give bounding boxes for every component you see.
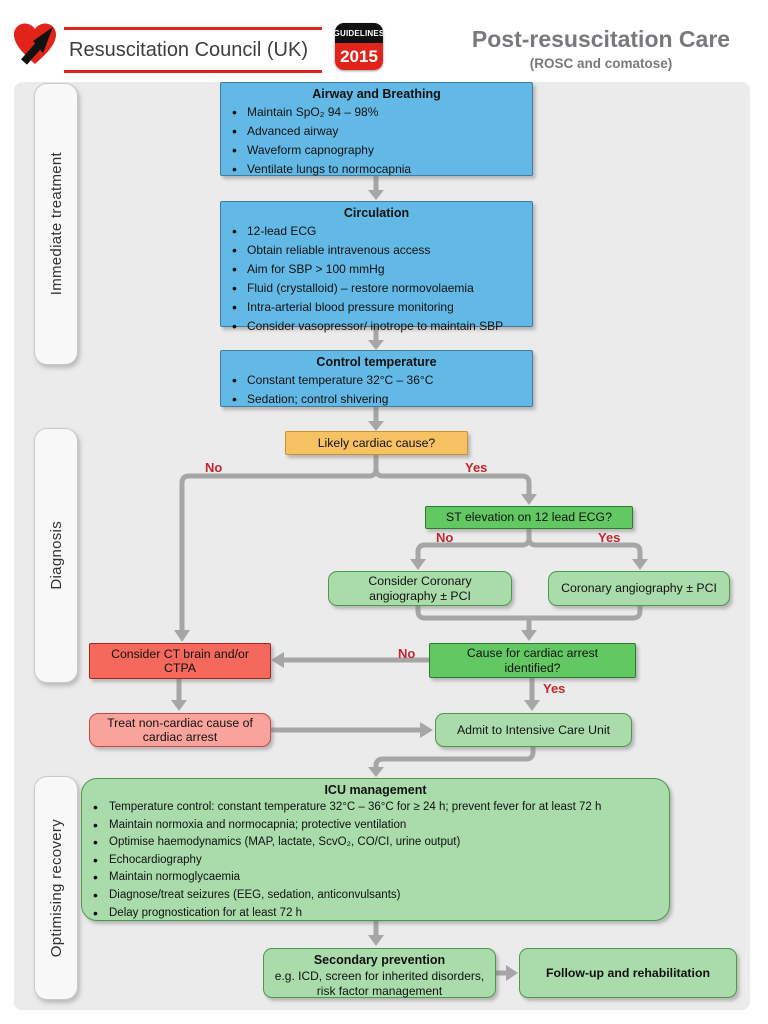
bullet: Ventilate lungs to normocapnia (221, 160, 532, 179)
bullet: Temperature control: constant temperatur… (82, 799, 669, 817)
bullet: Consider vasopressor/ inotrope to mainta… (221, 317, 532, 336)
node-title: Airway and Breathing (312, 87, 441, 101)
node-likely-cardiac-cause: Likely cardiac cause? (285, 431, 468, 455)
phase-label: Immediate treatment (47, 152, 65, 296)
edge-label-st-yes: Yes (598, 530, 621, 545)
node-cause-identified: Cause for cardiac arrest identified? (429, 643, 636, 678)
bullet: Fluid (crystalloid) – restore normovolae… (221, 279, 532, 298)
org-name: Resuscitation Council (UK) (69, 38, 308, 61)
node-admit-icu: Admit to Intensive Care Unit (435, 713, 632, 747)
edge-label-st-no: No (436, 530, 454, 545)
node-st-elevation: ST elevation on 12 lead ECG? (425, 506, 633, 529)
bullet: Intra-arterial blood pressure monitoring (221, 298, 532, 317)
node-consider-coronary-angiography: Consider Coronary angiography ± PCI (328, 571, 512, 606)
node-title: Circulation (343, 206, 410, 220)
bullet-list: 12-lead ECG Obtain reliable intravenous … (221, 222, 532, 336)
bullet: Echocardiography (82, 852, 669, 870)
title-block: Post-resuscitation Care (ROSC and comato… (456, 26, 746, 71)
node-secondary-prevention: Secondary prevention e.g. ICD, screen fo… (263, 948, 496, 998)
page-subtitle: (ROSC and comatose) (529, 56, 673, 71)
bullet: Diagnose/treat seizures (EEG, sedation, … (82, 887, 669, 905)
node-icu-management: ICU management Temperature control: cons… (81, 778, 670, 922)
node-title: ICU management (324, 783, 427, 797)
bullet: Maintain normoglycaemia (82, 869, 669, 887)
guidelines-2015-badge: GUIDELINES 2015 (335, 23, 383, 70)
bullet: 12-lead ECG (221, 222, 532, 241)
edge-label-cardiac-yes: Yes (465, 460, 488, 475)
phase-label: Optimising recovery (47, 818, 65, 958)
node-body: e.g. ICD, screen for inherited disorders… (274, 969, 485, 998)
node-airway-breathing: Airway and Breathing Maintain SpO₂ 94 – … (220, 82, 533, 179)
phase-label: Diagnosis (47, 521, 65, 590)
edge-label-cause-no: No (398, 646, 416, 661)
bullet: Waveform capnography (221, 141, 532, 160)
node-consider-ct-brain-ctpa: Consider CT brain and/or CTPA (89, 643, 271, 679)
node-coronary-angiography: Coronary angiography ± PCI (548, 571, 730, 606)
bullet: Sedation; control shivering (221, 390, 532, 409)
phase-diagnosis: Diagnosis (34, 428, 78, 683)
phase-immediate-treatment: Immediate treatment (34, 83, 78, 365)
badge-guidelines-label: GUIDELINES (335, 23, 383, 43)
node-circulation: Circulation 12-lead ECG Obtain reliable … (220, 201, 533, 336)
phase-optimising-recovery: Optimising recovery (34, 776, 78, 1000)
node-treat-noncardiac-cause: Treat non-cardiac cause of cardiac arres… (89, 713, 271, 747)
edge-label-cause-yes: Yes (543, 681, 566, 696)
bullet-list: Temperature control: constant temperatur… (82, 799, 669, 922)
bullet-list: Constant temperature 32°C – 36°C Sedatio… (221, 371, 532, 409)
badge-year: 2015 (335, 43, 383, 70)
bullet: Maintain normoxia and normocapnia; prote… (82, 817, 669, 835)
node-followup-rehabilitation: Follow-up and rehabilitation (519, 948, 737, 998)
bullet: Obtain reliable intravenous access (221, 241, 532, 260)
bullet: Optimise haemodynamics (MAP, lactate, Sc… (82, 834, 669, 852)
node-title: Control temperature (316, 355, 437, 369)
bullet: Constant temperature 32°C – 36°C (221, 371, 532, 390)
node-control-temperature: Control temperature Constant temperature… (220, 350, 533, 409)
bullet: Delay prognostication for at least 72 h (82, 905, 669, 923)
bullet: Maintain SpO₂ 94 – 98% (221, 103, 532, 122)
heart-logo-icon (14, 23, 56, 65)
page-title: Post-resuscitation Care (471, 26, 731, 52)
bullet: Advanced airway (221, 122, 532, 141)
bullet: Aim for SBP > 100 mmHg (221, 260, 532, 279)
edge-label-cardiac-no: No (205, 460, 223, 475)
bullet-list: Maintain SpO₂ 94 – 98% Advanced airway W… (221, 103, 532, 179)
org-name-banner: Resuscitation Council (UK) (64, 27, 322, 73)
node-title: Secondary prevention (313, 953, 446, 967)
